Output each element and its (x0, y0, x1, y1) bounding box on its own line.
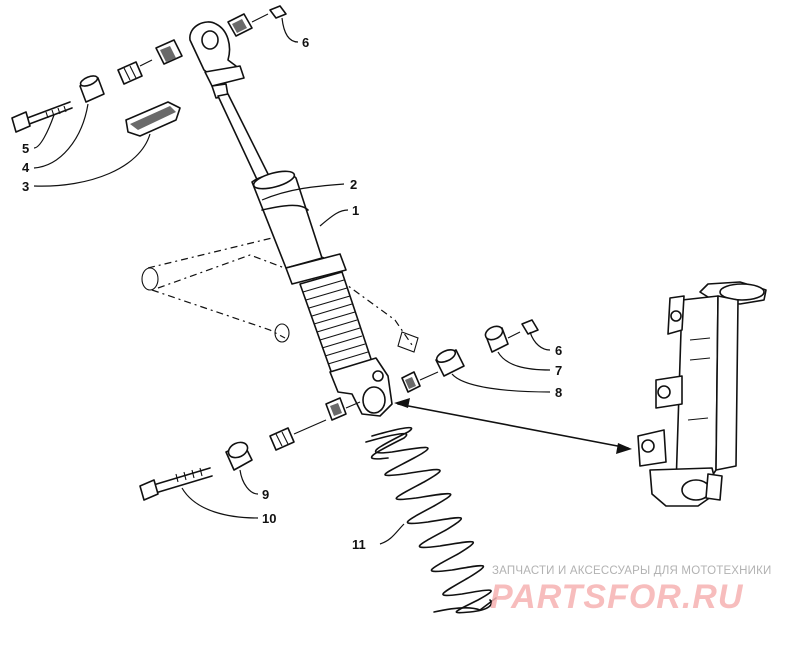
upper-hardware (11, 5, 287, 137)
callout-11: 11 (352, 537, 366, 552)
callout-6-upper: 6 (302, 35, 309, 50)
thread-lines (302, 279, 369, 365)
callout-7: 7 (555, 363, 562, 378)
callout-2: 2 (350, 177, 357, 192)
callout-10: 10 (262, 511, 276, 526)
callout-9: 9 (262, 487, 269, 502)
callout-numbers: 6 5 4 3 2 1 6 7 8 9 10 11 (22, 35, 562, 552)
assembly-arrow (394, 398, 632, 454)
a-arm-phantom (141, 237, 419, 353)
watermark-caption: ЗАПЧАСТИ И АКСЕССУАРЫ ДЛЯ МОТОТЕХНИКИ (492, 565, 772, 577)
leader-lines (33, 17, 551, 545)
watermark-logo: PARTSFOR.RU (490, 578, 744, 616)
callout-8: 8 (555, 385, 562, 400)
callout-4: 4 (22, 160, 30, 175)
shock-absorber (189, 21, 393, 417)
lower-hardware (139, 319, 539, 501)
spindle-frame (637, 281, 767, 507)
callout-1: 1 (352, 203, 359, 218)
callout-6-lower: 6 (555, 343, 562, 358)
callout-3: 3 (22, 179, 29, 194)
callout-5: 5 (22, 141, 29, 156)
coil-spring (365, 426, 497, 614)
